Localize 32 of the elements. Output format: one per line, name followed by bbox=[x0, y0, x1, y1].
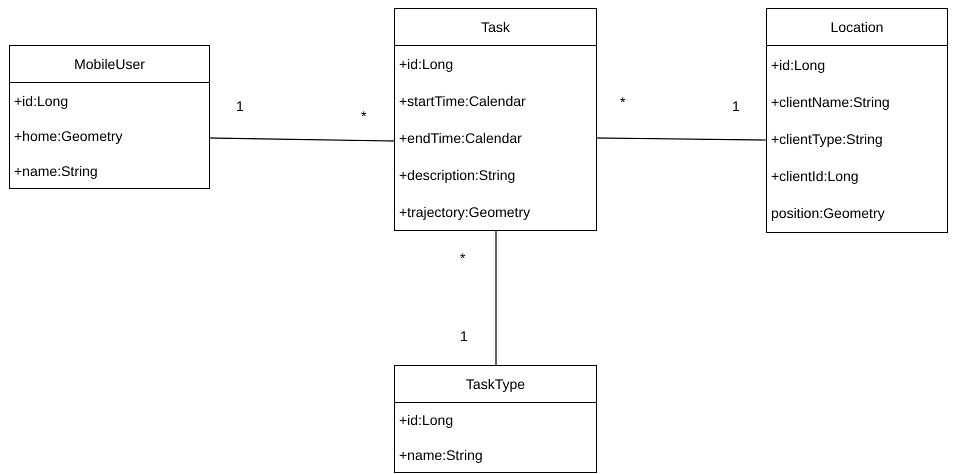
attribute-text: +clientId:Long bbox=[771, 168, 859, 184]
multiplicity-label: * bbox=[620, 94, 626, 110]
class-name: TaskType bbox=[466, 376, 526, 392]
association-line bbox=[210, 137, 394, 142]
attribute-text: position:Geometry bbox=[771, 205, 885, 222]
class-box bbox=[766, 8, 948, 233]
attribute-text: +trajectory:Geometry bbox=[399, 204, 530, 220]
attribute-text: +endTime:Calendar bbox=[399, 130, 522, 146]
attribute-text: +id:Long bbox=[771, 56, 826, 73]
attribute-text: +startTime:Calendar bbox=[399, 93, 526, 110]
class-name: Task bbox=[481, 19, 510, 35]
multiplicity-label: 1 bbox=[732, 98, 740, 114]
class-box bbox=[394, 365, 597, 473]
class-box bbox=[394, 8, 597, 231]
attribute-text: +home:Geometry bbox=[14, 128, 123, 144]
attribute-text: +name:String bbox=[14, 162, 98, 178]
attribute-text: +id:Long bbox=[14, 92, 68, 108]
multiplicity-label: 1 bbox=[236, 98, 244, 114]
attribute-text: +id:Long bbox=[399, 56, 454, 72]
attribute-text: +clientName:String bbox=[771, 94, 890, 110]
multiplicity-label: * bbox=[460, 250, 466, 266]
multiplicity-label: 1 bbox=[460, 328, 468, 344]
class-box bbox=[9, 45, 210, 189]
association-line bbox=[495, 231, 497, 365]
multiplicity-label: * bbox=[361, 108, 366, 124]
class-name: Location bbox=[830, 19, 884, 35]
attribute-text: +name:String bbox=[399, 446, 483, 463]
attribute-text: +id:Long bbox=[399, 412, 454, 428]
association-line bbox=[597, 137, 766, 141]
class-name: MobileUser bbox=[74, 56, 145, 72]
attribute-text: +description:String bbox=[399, 166, 516, 183]
attribute-text: +clientType:String bbox=[771, 131, 883, 147]
